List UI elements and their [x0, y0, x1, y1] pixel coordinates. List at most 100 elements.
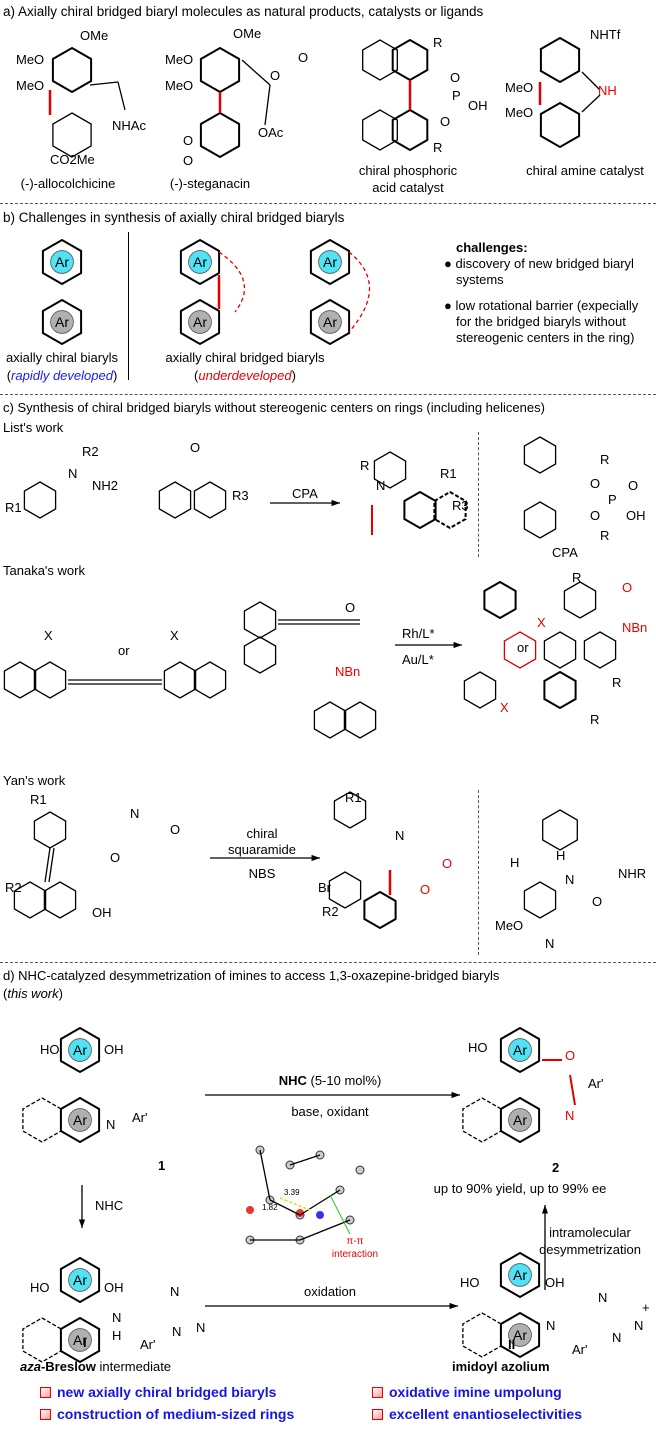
atom-label: R [572, 570, 582, 585]
loading: (5-10 mol%) [310, 1073, 382, 1088]
section-b-title: b) Challenges in synthesis of axially ch… [3, 210, 345, 225]
atom-label: O [298, 50, 309, 65]
ar-label: Ar [323, 254, 337, 270]
bond [259, 1149, 271, 1201]
benzene-ring [463, 671, 497, 709]
atom-label: R3 [232, 488, 249, 503]
bridged-note: (underdeveloped) [194, 368, 296, 383]
atom-label: R2 [5, 880, 22, 895]
benzene-ring [539, 36, 581, 84]
benzene-ring [362, 109, 398, 151]
intermediate-i-label: I [83, 1335, 87, 1350]
ar-label: Ar [513, 1112, 527, 1128]
atom-label: HO [40, 1042, 60, 1057]
compound-1-label: 1 [158, 1158, 166, 1173]
section-c-title: c) Synthesis of chiral bridged biaryls w… [3, 400, 545, 415]
benzene-ring [3, 661, 37, 699]
divider [478, 790, 479, 955]
tanakas-work-label: Tanaka's work [3, 563, 85, 578]
benzene-ring [163, 661, 197, 699]
ar-ring-marker [318, 250, 342, 274]
challenge-text: discovery of new bridged biaryl [455, 256, 634, 271]
atom-label: X [537, 615, 546, 630]
atom-label: O [170, 822, 181, 837]
cpa-structure-label: CPA [552, 545, 578, 560]
atom-label: NBn [622, 620, 648, 635]
benzene-ring [503, 631, 537, 669]
atom-label: O [190, 440, 201, 455]
atom-label: NBn [335, 664, 361, 679]
benzene-ring [499, 1026, 541, 1074]
benzene-ring [43, 881, 77, 919]
bond [581, 71, 601, 91]
atom-label: R1 [30, 792, 47, 807]
bond [329, 1194, 351, 1235]
atom-label: O [420, 882, 431, 897]
ar-ring-marker [68, 1108, 92, 1132]
atom-label: H [510, 855, 520, 870]
or-text: or [517, 640, 529, 655]
bullet-text: oxidative imine umpolung [389, 1384, 562, 1400]
atom-label: N [130, 806, 140, 821]
benzene-ring [462, 1097, 502, 1143]
biaryls-note: (rapidly developed) [6, 368, 118, 383]
bond [569, 1074, 576, 1106]
atom-label: O [565, 1048, 576, 1063]
ar-ring-marker [50, 250, 74, 274]
arrow-head [541, 1205, 549, 1214]
rh-reagent: Rh/L* [402, 626, 435, 641]
underdeveloped-text: underdeveloped [198, 368, 292, 383]
benzene-ring [33, 661, 67, 699]
atom-label: HO [460, 1275, 480, 1290]
benzene-ring [33, 811, 67, 849]
divider [478, 432, 479, 557]
arrow-head [78, 1219, 86, 1228]
steganacin-label: (-)-steganacin [169, 176, 251, 191]
biaryls-label: axially chiral biaryls [6, 350, 118, 365]
distance-label: 3.39 [284, 1188, 300, 1197]
atom-label: Ar' [588, 1076, 604, 1091]
ar-ring-marker [318, 310, 342, 334]
challenge-text: for the bridged biaryls without [456, 314, 626, 329]
atom-label: N [598, 1290, 608, 1305]
breslow-text: -Breslow [40, 1359, 96, 1374]
atom-label: O [442, 856, 453, 871]
ar-ring-marker [188, 310, 212, 334]
atom-label: OH [626, 508, 646, 523]
benzene-ring [499, 1251, 541, 1299]
atom-label: N [565, 872, 575, 887]
bond [289, 1154, 321, 1166]
atom-label: R2 [82, 444, 99, 459]
allocolchicine-label: (-)-allocolchicine [20, 176, 116, 191]
atom-label: R [433, 35, 443, 50]
nhc-bold: NHC [278, 1073, 307, 1088]
interaction-label: interaction [331, 1249, 379, 1260]
atom-label: Ar' [132, 1110, 148, 1125]
atom-label: OAc [258, 125, 284, 140]
bond [241, 59, 271, 86]
benzene-ring [373, 451, 407, 489]
atom-label: N [106, 1117, 116, 1132]
red-square-icon [372, 1387, 383, 1398]
bullet-item: excellent enantioselectivities [372, 1406, 582, 1422]
challenge-text: systems [456, 272, 504, 287]
benzene-ring [462, 1312, 502, 1358]
atom-label: N [634, 1318, 644, 1333]
benzene-ring [179, 238, 221, 286]
nhc-label: NHC [95, 1198, 124, 1213]
benzene-ring [523, 436, 557, 474]
ar-ring-marker [50, 310, 74, 334]
intermediate-ii-label: II [508, 1337, 516, 1352]
red-square-icon [40, 1409, 51, 1420]
atom-label: Ar' [572, 1342, 588, 1357]
atom-label: N [196, 1320, 206, 1335]
oxidation-label: oxidation [303, 1284, 357, 1299]
atom-label: OH [92, 905, 112, 920]
benzene-ring [309, 298, 351, 346]
atom-label: OH [104, 1042, 124, 1057]
aza-text: aza [20, 1359, 41, 1374]
arrow-head [453, 641, 462, 649]
benzene-ring [543, 670, 577, 710]
oxygen-ball [246, 1206, 254, 1214]
